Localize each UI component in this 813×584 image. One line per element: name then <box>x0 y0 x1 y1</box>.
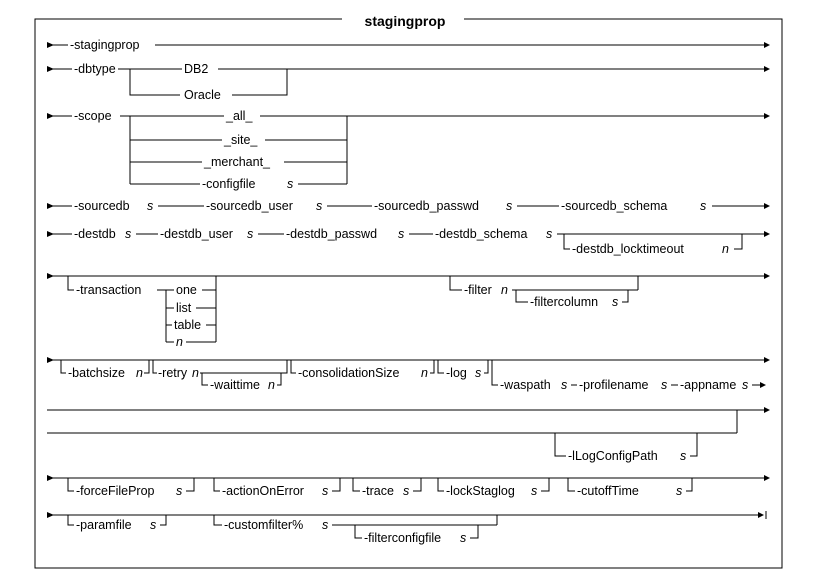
arg-log: s <box>475 366 481 380</box>
diagram-end-arrow <box>758 512 764 518</box>
param-lockstaglog: -lockStaglog <box>446 484 515 498</box>
keyword-stagingprop: -stagingprop <box>70 38 140 52</box>
param-actiononerror: -actionOnError <box>222 484 304 498</box>
diagram-title: stagingprop <box>365 13 446 29</box>
arg-profilename: s <box>661 378 667 392</box>
arg-batchsize: n <box>136 366 143 380</box>
row-sourcedb: -sourcedb s -sourcedb_user s -sourcedb_p… <box>47 199 770 213</box>
arg-lockstaglog: s <box>531 484 537 498</box>
arg-waspath: s <box>561 378 567 392</box>
option-site: _site_ <box>223 133 258 147</box>
param-sourcedb: -sourcedb <box>74 199 130 213</box>
param-sourcedb-schema: -sourcedb_schema <box>561 199 667 213</box>
arg-actiononerror: s <box>322 484 328 498</box>
row-logconfig: -lLogConfigPath s <box>47 407 770 463</box>
param-llogconfigpath: -lLogConfigPath <box>568 449 658 463</box>
param-filtercolumn: -filtercolumn <box>530 295 598 309</box>
param-destdb-locktimeout: -destdb_locktimeout <box>572 242 684 256</box>
param-consolidationsize: -consolidationSize <box>298 366 399 380</box>
row-scope: -scope _all_ _site_ _merchant_ -configfi… <box>47 109 770 191</box>
param-waittime: -waittime <box>210 378 260 392</box>
arg-filtercolumn: s <box>612 295 618 309</box>
arg-appname: s <box>742 378 748 392</box>
row-start-arrow <box>47 42 54 48</box>
param-customfilter: -customfilter% <box>224 518 303 532</box>
option-configfile: -configfile <box>202 177 256 191</box>
param-profilename: -profilename <box>579 378 649 392</box>
row-transaction: -transaction one list table n -filter n … <box>47 273 770 349</box>
param-sourcedb-passwd: -sourcedb_passwd <box>374 199 479 213</box>
option-db2: DB2 <box>184 62 208 76</box>
arg-sourcedb-passwd: s <box>506 199 512 213</box>
param-destdb: -destdb <box>74 227 116 241</box>
arg-sourcedb: s <box>147 199 153 213</box>
arg-llogconfigpath: s <box>680 449 686 463</box>
param-destdb-schema: -destdb_schema <box>435 227 527 241</box>
arg-filterconfigfile: s <box>460 531 466 545</box>
row-stagingprop: -stagingprop <box>47 38 770 52</box>
row-end-arrow <box>764 42 770 48</box>
arg-trace: s <box>403 484 409 498</box>
option-n: n <box>176 335 183 349</box>
param-sourcedb-user: -sourcedb_user <box>206 199 293 213</box>
option-table: table <box>174 318 201 332</box>
arg-paramfile: s <box>150 518 156 532</box>
row-dbtype: -dbtype DB2 Oracle <box>47 62 770 102</box>
keyword-transaction: -transaction <box>76 283 141 297</box>
option-all: _all_ <box>225 109 253 123</box>
arg-sourcedb-user: s <box>316 199 322 213</box>
option-list: list <box>176 301 192 315</box>
arg-destdb-schema: s <box>546 227 552 241</box>
row-flags: -forceFileProp s -actionOnError s -trace… <box>47 475 770 498</box>
option-oracle: Oracle <box>184 88 221 102</box>
param-paramfile: -paramfile <box>76 518 132 532</box>
arg-filter: n <box>501 283 508 297</box>
param-filter: -filter <box>464 283 492 297</box>
arg-consolidationsize: n <box>421 366 428 380</box>
arg-destdb-passwd: s <box>398 227 404 241</box>
arg-sourcedb-schema: s <box>700 199 706 213</box>
row-batch: -batchsize n -retry n -waittime n -conso… <box>47 357 770 392</box>
row-destdb: -destdb s -destdb_user s -destdb_passwd … <box>47 227 770 256</box>
param-forcefileprop: -forceFileProp <box>76 484 155 498</box>
param-destdb-passwd: -destdb_passwd <box>286 227 377 241</box>
param-destdb-user: -destdb_user <box>160 227 233 241</box>
param-filterconfigfile: -filterconfigfile <box>364 531 441 545</box>
row-params: -paramfile s -customfilter% s -filtercon… <box>47 511 767 545</box>
param-waspath: -waspath <box>500 378 551 392</box>
option-merchant: _merchant_ <box>203 155 271 169</box>
arg-customfilter: s <box>322 518 328 532</box>
option-one: one <box>176 283 197 297</box>
arg-waittime: n <box>268 378 275 392</box>
arg-cutofftime: s <box>676 484 682 498</box>
arg-destdb-locktimeout: n <box>722 242 729 256</box>
param-retry: -retry <box>158 366 188 380</box>
arg-destdb: s <box>125 227 131 241</box>
param-log: -log <box>446 366 467 380</box>
arg-configfile: s <box>287 177 293 191</box>
keyword-scope: -scope <box>74 109 112 123</box>
arg-retry: n <box>192 366 199 380</box>
param-cutofftime: -cutoffTime <box>577 484 639 498</box>
arg-forcefileprop: s <box>176 484 182 498</box>
keyword-dbtype: -dbtype <box>74 62 116 76</box>
arg-destdb-user: s <box>247 227 253 241</box>
param-appname: -appname <box>680 378 736 392</box>
param-trace: -trace <box>362 484 394 498</box>
param-batchsize: -batchsize <box>68 366 125 380</box>
